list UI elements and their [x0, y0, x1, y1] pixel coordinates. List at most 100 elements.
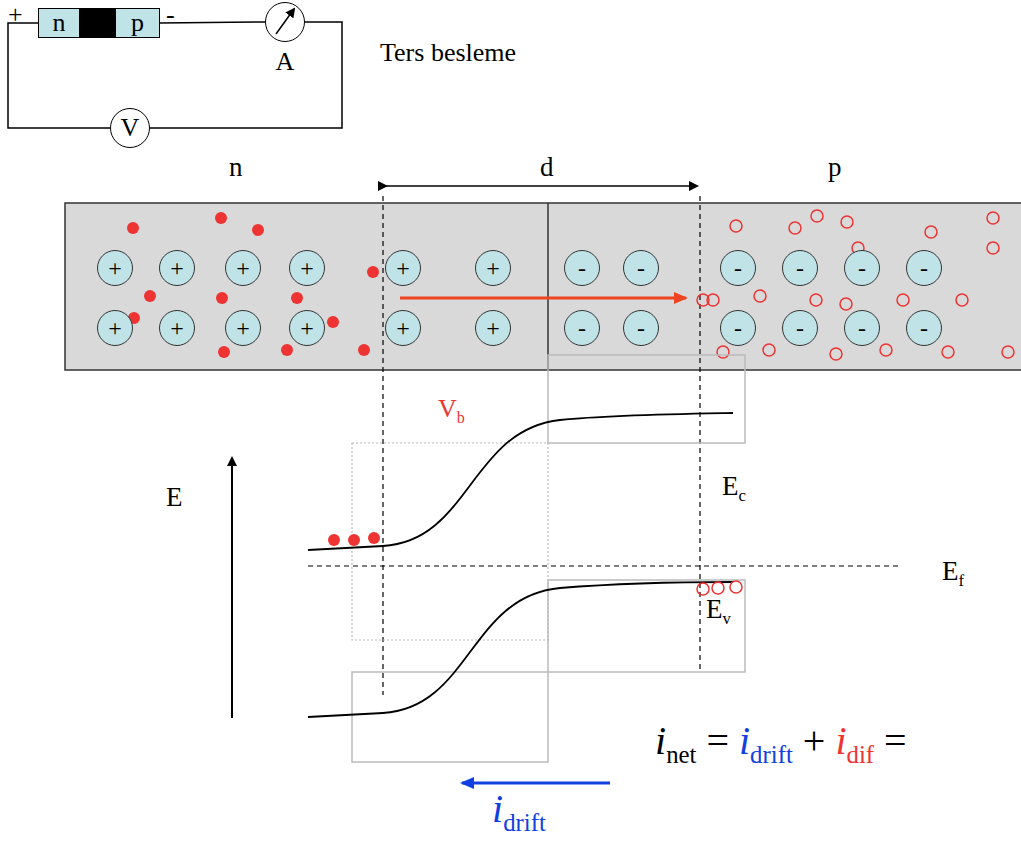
energy-axis — [231, 458, 233, 718]
width-arrow — [386, 185, 697, 187]
hole — [956, 294, 968, 306]
label-text: Ters besleme — [380, 38, 516, 67]
barrier-label: Vb — [438, 394, 465, 424]
ion-circle: + — [289, 250, 325, 286]
operator: + — [803, 718, 826, 763]
ion-circle: - — [906, 310, 942, 346]
ion-sign: - — [920, 316, 928, 340]
ion-sign: + — [300, 316, 314, 340]
meter-circle: A — [265, 2, 305, 42]
polarity-sign: - — [166, 0, 175, 30]
band-box — [548, 355, 745, 443]
label-text: d — [540, 152, 554, 182]
band-label: Ec — [722, 471, 746, 502]
circuit-wire — [150, 22, 342, 128]
polarity-sign: + — [8, 0, 23, 30]
hole — [763, 344, 775, 356]
electron — [358, 344, 370, 356]
ion-circle: + — [385, 250, 421, 286]
carriers — [127, 210, 1014, 360]
electron — [215, 212, 227, 224]
ion-sign: - — [637, 256, 645, 280]
operator: = — [884, 718, 907, 763]
current-label: idrift — [492, 786, 546, 832]
ion-circle: + — [159, 250, 195, 286]
semiconductor-bar — [65, 203, 1021, 370]
axis-label: E — [166, 482, 183, 513]
ion-circle: - — [906, 250, 942, 286]
drift-arrow — [462, 782, 610, 785]
hole — [925, 226, 937, 238]
electron — [252, 224, 264, 236]
ion-sign: + — [396, 256, 410, 280]
ion-circle: - — [564, 250, 600, 286]
band-label: Ef — [942, 556, 964, 587]
field-arrow — [400, 297, 686, 300]
ion-sign: - — [796, 316, 804, 340]
conduction-band — [308, 413, 733, 550]
depletion-edge — [382, 196, 383, 695]
subscript: drift — [503, 809, 546, 836]
ion-sign: - — [578, 256, 586, 280]
electron — [281, 344, 293, 356]
hole — [697, 583, 709, 595]
title-note: Ters besleme — [380, 38, 516, 68]
ion-sign: - — [858, 256, 866, 280]
hole — [712, 582, 724, 594]
ion-sign: - — [734, 256, 742, 280]
hole — [730, 220, 742, 232]
meter-label: V — [121, 115, 140, 141]
band-label: Ev — [706, 594, 731, 625]
ion-sign: + — [486, 256, 500, 280]
subscript: v — [723, 609, 731, 628]
hole — [987, 212, 999, 224]
ion-circle: - — [720, 250, 756, 286]
label-text: E — [706, 594, 723, 624]
subscript: net — [666, 741, 696, 768]
ion-circle: + — [385, 310, 421, 346]
ion-circle: + — [159, 310, 195, 346]
ion-circle: + — [97, 310, 133, 346]
label-text: n — [229, 152, 243, 182]
ion-circle: - — [623, 250, 659, 286]
ion-sign: - — [734, 316, 742, 340]
ion-sign: + — [170, 256, 184, 280]
ion-sign: + — [108, 256, 122, 280]
ion-circle: - — [720, 310, 756, 346]
ion-circle: - — [844, 310, 880, 346]
subscript: c — [739, 486, 746, 505]
hole — [987, 242, 999, 254]
ion-sign: + — [170, 316, 184, 340]
band-box — [352, 672, 548, 762]
subscript: dif — [847, 741, 875, 768]
electron — [291, 292, 303, 304]
band-box — [548, 580, 745, 672]
label-text: i — [492, 786, 503, 831]
circuit-wire — [8, 23, 110, 128]
hole — [897, 294, 909, 306]
junction-block — [80, 8, 115, 38]
operator: = — [706, 718, 729, 763]
label-text: p — [828, 152, 842, 182]
meter-label: A — [276, 49, 295, 75]
label-text: i — [739, 718, 750, 763]
ion-sign: - — [858, 316, 866, 340]
dimension-label: d — [540, 152, 554, 183]
hole — [840, 298, 852, 310]
hole — [754, 290, 766, 302]
circuit-wire — [160, 22, 265, 23]
junction-line — [547, 203, 549, 370]
label-text: i — [655, 718, 666, 763]
ion-circle: + — [475, 250, 511, 286]
ion-sign: + — [108, 316, 122, 340]
label-text: i — [835, 718, 846, 763]
ion-circle: + — [225, 250, 261, 286]
ion-sign: - — [637, 316, 645, 340]
depletion-edge — [699, 196, 700, 672]
hole — [830, 348, 842, 360]
ion-circle: - — [782, 310, 818, 346]
region-name: n — [229, 152, 243, 183]
fermi-level — [308, 565, 900, 566]
